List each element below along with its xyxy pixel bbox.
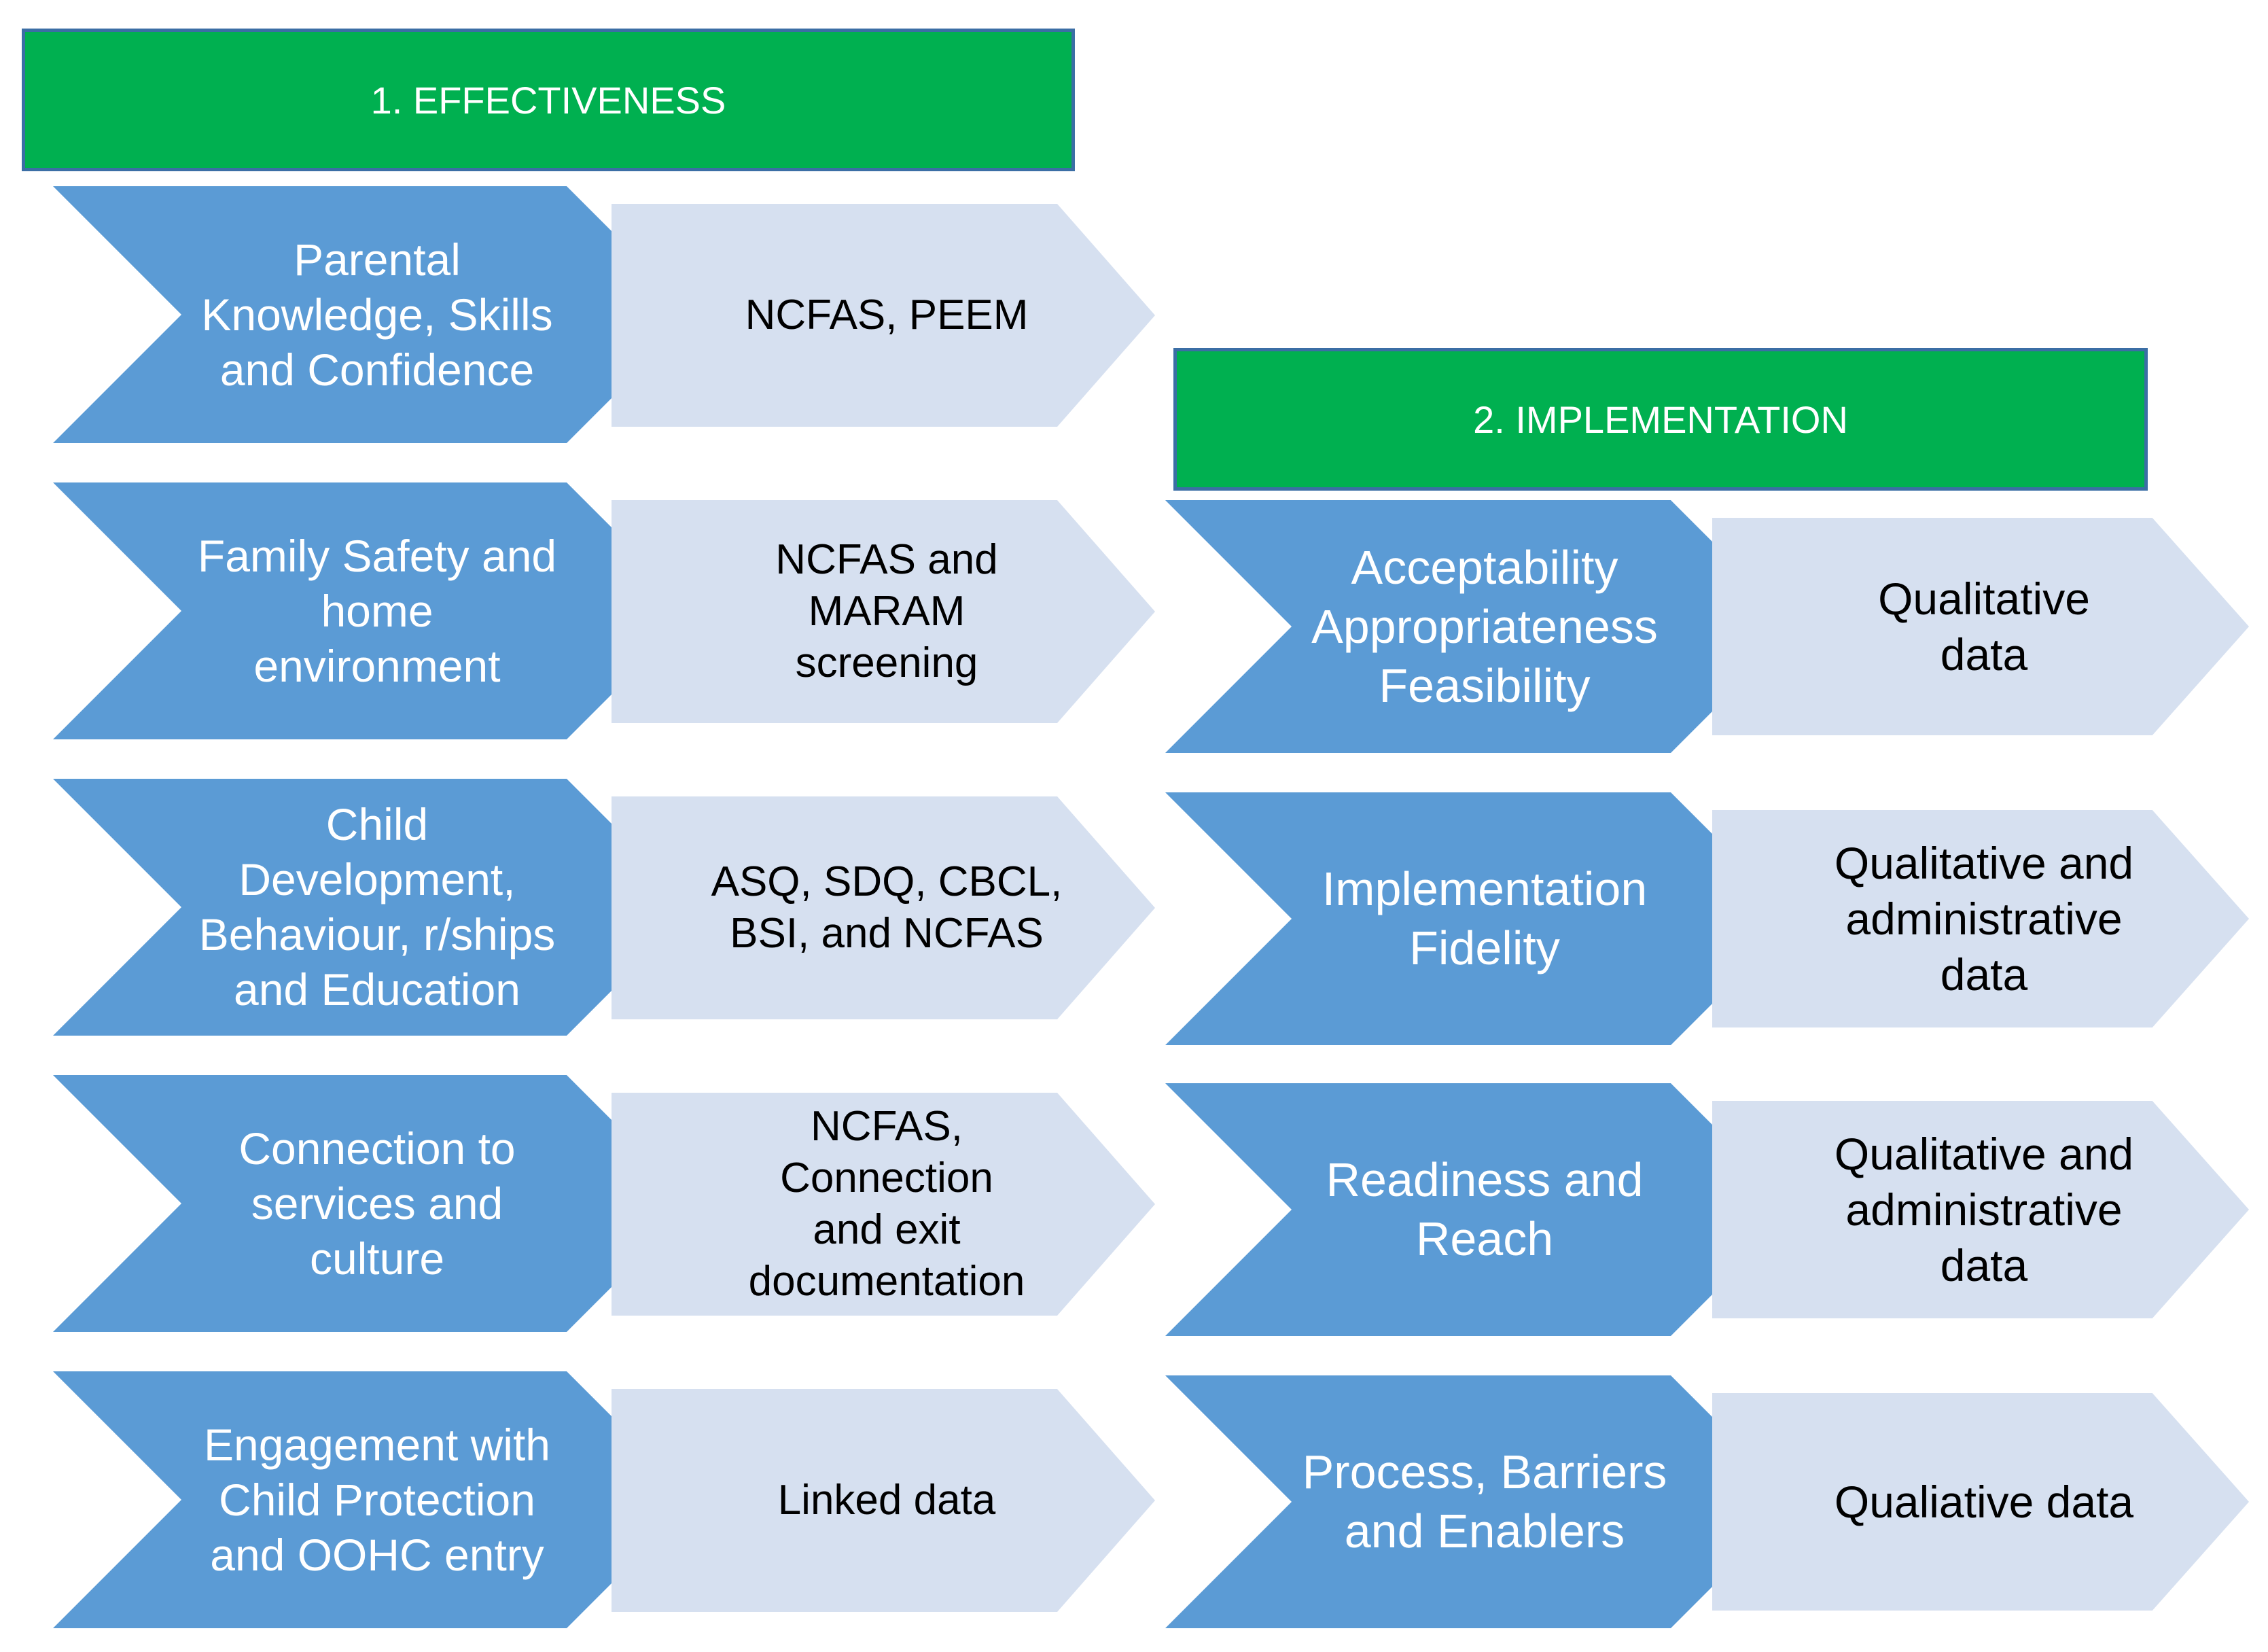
measure-label: Qualitative and administrative data [1834,838,2134,1000]
measure-label: ASQ, SDQ, CBCL, BSI, and NCFAS [711,858,1063,957]
measure-arrow [612,500,1155,723]
implementation-header: 2. IMPLEMENTATION [1173,348,2148,491]
domain-label: Engagement with Child Protection and OOH… [204,1419,550,1580]
measure-arrow [612,1093,1155,1316]
measure-label: NCFAS and MARAM screening [775,536,998,686]
measure-arrow [1712,1101,2249,1318]
implementation-title: 2. IMPLEMENTATION [1473,398,1848,441]
measure-label: NCFAS, PEEM [745,292,1029,338]
measure-label: Qualiative data [1834,1477,2134,1527]
measure-label: Linked data [777,1477,996,1524]
effectiveness-title: 1. EFFECTIVENESS [370,78,726,122]
measure-arrow [1712,1393,2249,1611]
measure-arrow [612,1389,1155,1612]
domain-label: Implementation Fidelity [1322,862,1648,974]
measure-label: Qualitative data [1878,574,2090,680]
effectiveness-header: 1. EFFECTIVENESS [22,29,1075,171]
domain-label: Parental Knowledge, Skills and Confidenc… [201,234,553,395]
domain-label: Child Development, Behaviour, r/ships an… [198,799,556,1015]
domain-label: Family Safety and home environment [197,530,557,691]
domain-label: Readiness and Reach [1326,1153,1644,1265]
domain-label: Process, Barriers and Enablers [1302,1445,1667,1558]
domain-label: Acceptability Appropriateness Feasibilit… [1311,540,1658,712]
measure-arrow [1712,518,2249,735]
domain-label: Connection to services and culture [238,1123,516,1284]
measure-arrow [612,204,1155,427]
measure-label: NCFAS, Connection and exit documentation [748,1103,1025,1305]
measure-label: Qualitative and administrative data [1834,1129,2134,1290]
measure-arrow [1712,810,2249,1027]
measure-arrow [612,796,1155,1019]
